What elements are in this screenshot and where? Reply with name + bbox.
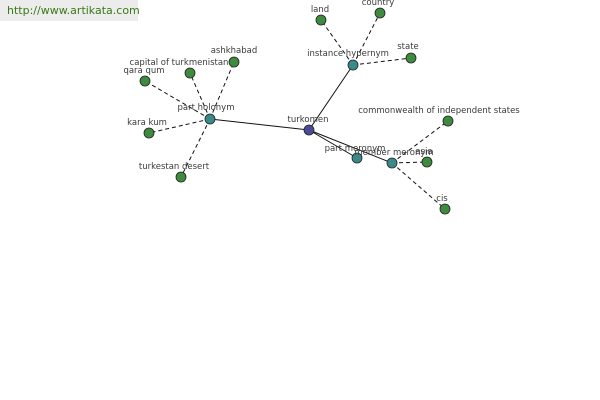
edge-part-holonym-to-qara-qum (144, 80, 211, 120)
relation-node-instance-hypernym[interactable] (347, 59, 359, 71)
leaf-node-country[interactable] (374, 7, 386, 19)
leaf-label-country[interactable]: country (362, 0, 395, 8)
relation-label-instance-hypernym[interactable]: instance hypernym (307, 49, 389, 59)
edge-turkomen-to-part-meronym (308, 129, 358, 159)
edge-instance-hypernym-to-land (320, 19, 354, 66)
relation-node-member-meronym[interactable] (386, 157, 398, 169)
edge-part-holonym-to-ashkhabad (209, 61, 235, 120)
relation-label-part-meronym[interactable]: part meronym (325, 144, 386, 154)
relation-label-part-holonym[interactable]: part holonym (178, 103, 235, 113)
leaf-node-asia[interactable] (421, 156, 433, 168)
leaf-label-state[interactable]: state (397, 42, 419, 52)
edge-member-meronym-to-commonwealth-of-independent-states (391, 120, 449, 164)
leaf-label-cis[interactable]: cis (436, 194, 448, 204)
edge-part-holonym-to-turkestan-desert (180, 118, 211, 178)
leaf-node-qara-qum[interactable] (139, 75, 151, 87)
leaf-label-land[interactable]: land (311, 5, 329, 15)
leaf-node-capital-of-turkmenistan[interactable] (184, 67, 196, 79)
leaf-label-ashkhabad[interactable]: ashkhabad (211, 46, 258, 56)
label-layer: turkomen part holonym ashkhabad capital of … (123, 0, 520, 204)
leaf-node-cis[interactable] (439, 203, 451, 215)
root-node-turkomen[interactable] (303, 124, 315, 136)
edge-instance-hypernym-to-country (352, 12, 381, 66)
edge-member-meronym-to-asia (391, 161, 428, 164)
edge-member-meronym-to-cis (391, 162, 446, 210)
leaf-label-commonwealth-of-independent-states[interactable]: commonwealth of independent states (358, 106, 520, 116)
leaf-node-turkestan-desert[interactable] (175, 171, 187, 183)
leaf-label-turkestan-desert[interactable]: turkestan desert (139, 162, 210, 172)
leaf-label-asia[interactable]: asia (415, 147, 432, 157)
leaf-label-capital-of-turkmenistan[interactable]: capital of turkmenistan (130, 58, 229, 68)
edge-instance-hypernym-to-state (352, 57, 412, 66)
leaf-label-qara-qum[interactable]: qara qum (123, 66, 164, 76)
edge-part-holonym-to-kara-kum (148, 118, 211, 134)
edge-turkomen-to-part-holonym (209, 118, 310, 131)
edge-part-holonym-to-capital-of-turkmenistan (189, 72, 211, 120)
relation-node-part-meronym[interactable] (351, 152, 363, 164)
relation-node-part-holonym[interactable] (204, 113, 216, 125)
leaf-node-kara-kum[interactable] (143, 127, 155, 139)
node-layer (139, 7, 454, 215)
url-banner: http://www.artikata.com (0, 0, 140, 21)
leaf-node-ashkhabad[interactable] (228, 56, 240, 68)
leaf-node-state[interactable] (405, 52, 417, 64)
edge-layer (144, 12, 449, 210)
leaf-label-kara-kum[interactable]: kara kum (127, 118, 167, 128)
leaf-node-land[interactable] (315, 14, 327, 26)
edge-turkomen-to-member-meronym (308, 129, 393, 164)
relation-label-member-meronym[interactable]: member meronym (354, 148, 433, 158)
site-url-link[interactable]: http://www.artikata.com (7, 4, 140, 17)
leaf-node-commonwealth-of-independent-states[interactable] (442, 115, 454, 127)
root-label-turkomen[interactable]: turkomen (288, 115, 329, 125)
edge-turkomen-to-instance-hypernym (308, 64, 354, 131)
